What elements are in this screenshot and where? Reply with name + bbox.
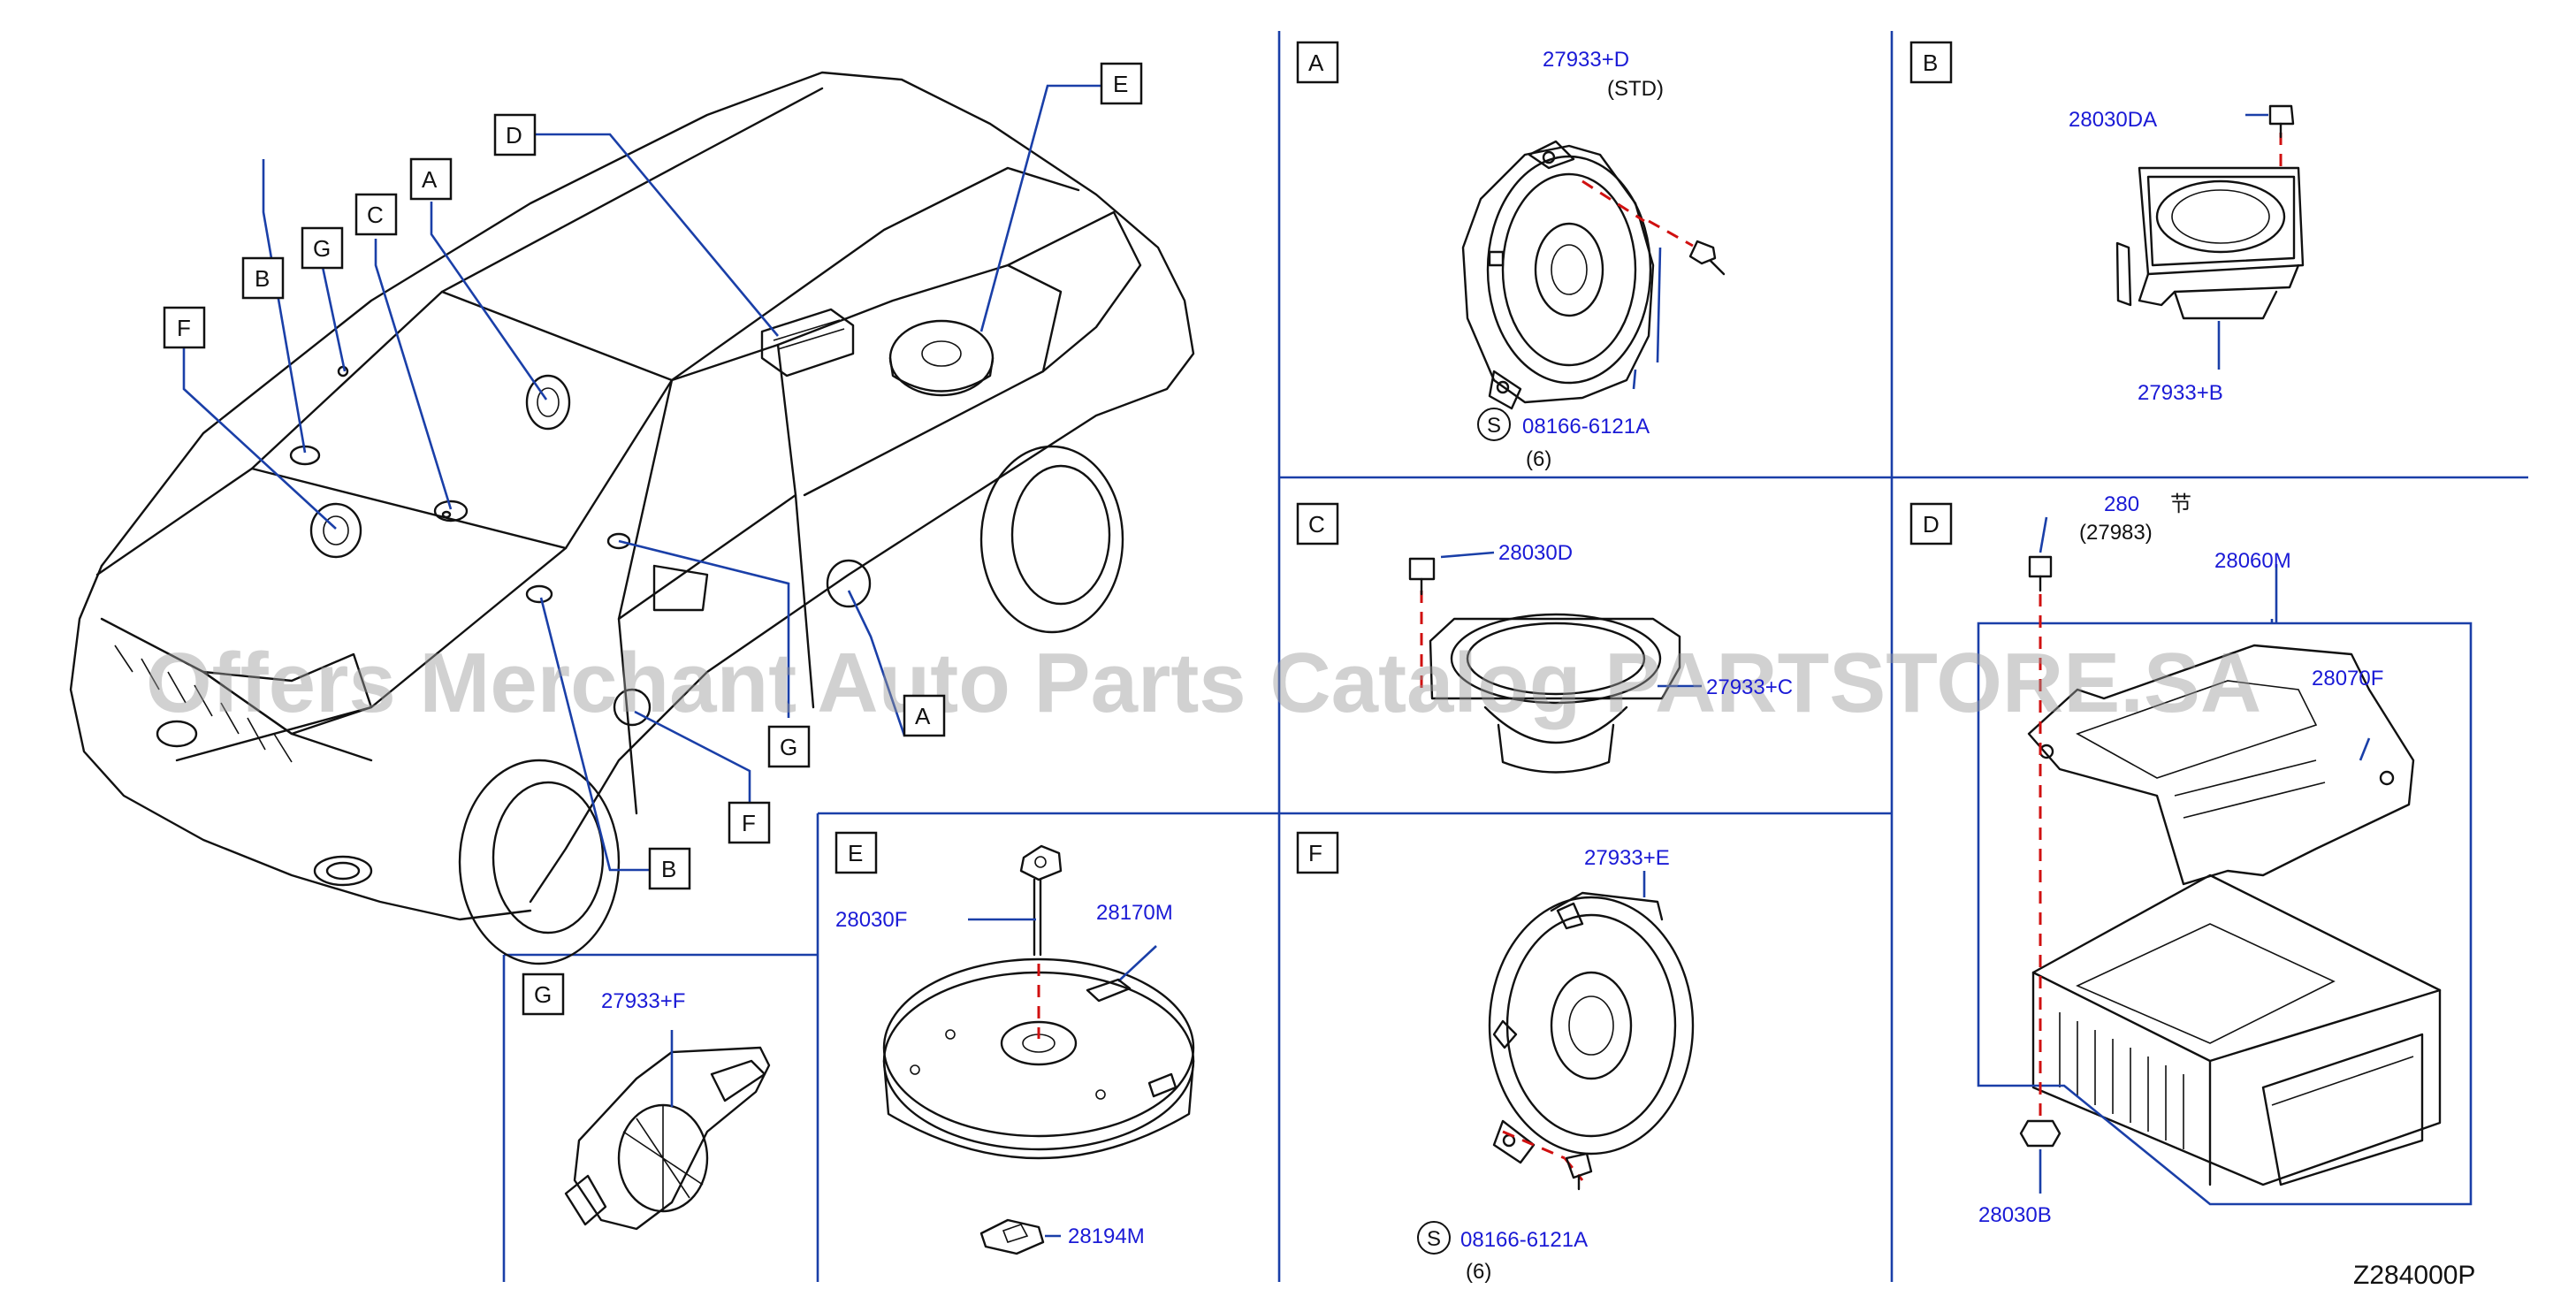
- section-a-front-door-speaker: [1461, 140, 1726, 410]
- part-08166-6121a-a[interactable]: 08166-6121A: [1522, 415, 1650, 439]
- svg-text:G: G: [534, 981, 552, 1008]
- part-280-glyph: 节: [2170, 492, 2191, 516]
- part-27983-alt: (27983): [2079, 521, 2153, 545]
- car-overview-illustration: [69, 71, 1195, 965]
- part-27933-b[interactable]: 27933+B: [2138, 381, 2223, 405]
- part-27933-e[interactable]: 27933+E: [1584, 846, 1670, 870]
- callout-f-bottom[interactable]: F: [728, 801, 771, 844]
- callout-a-top[interactable]: A: [409, 157, 453, 201]
- svg-text:S: S: [1487, 414, 1501, 438]
- section-f-label: F: [1296, 831, 1339, 874]
- part-28030d[interactable]: 28030D: [1498, 541, 1573, 565]
- callout-label: B: [255, 265, 270, 292]
- screw-symbol-a: S: [1477, 408, 1511, 441]
- section-dividers: [502, 31, 2528, 1282]
- section-d-amplifier: [1977, 516, 2473, 1206]
- callout-b-top[interactable]: B: [241, 256, 285, 300]
- callout-label: B: [661, 856, 676, 882]
- svg-text:B: B: [1923, 50, 1938, 76]
- callout-label: C: [367, 202, 384, 228]
- part-28170m[interactable]: 28170M: [1096, 901, 1173, 925]
- part-27933-d[interactable]: 27933+D: [1543, 48, 1629, 72]
- part-280[interactable]: 280: [2104, 492, 2139, 516]
- callout-g-top[interactable]: G: [301, 226, 344, 270]
- svg-text:C: C: [1308, 511, 1325, 538]
- svg-text:F: F: [1308, 840, 1322, 866]
- part-28030f[interactable]: 28030F: [835, 908, 907, 932]
- part-28194m[interactable]: 28194M: [1068, 1224, 1145, 1248]
- part-28030b[interactable]: 28030B: [1978, 1203, 2052, 1227]
- callout-label: G: [313, 235, 331, 262]
- screw-symbol-f: S: [1417, 1221, 1451, 1255]
- callout-e-top[interactable]: E: [1100, 62, 1143, 105]
- callout-c-top[interactable]: C: [354, 193, 398, 236]
- qty-a: (6): [1526, 447, 1551, 471]
- callout-label: A: [915, 703, 931, 729]
- callout-b-bottom[interactable]: B: [648, 847, 691, 890]
- callout-d-top[interactable]: D: [493, 113, 537, 156]
- svg-text:E: E: [848, 840, 863, 866]
- callout-f-top[interactable]: F: [163, 306, 206, 349]
- part-note-std: (STD): [1607, 77, 1664, 101]
- part-28060m[interactable]: 28060M: [2214, 549, 2291, 573]
- callout-label: F: [742, 810, 756, 836]
- callout-label: E: [1113, 71, 1128, 97]
- svg-text:D: D: [1923, 511, 1940, 538]
- qty-f: (6): [1466, 1260, 1491, 1284]
- part-08166-6121a-f[interactable]: 08166-6121A: [1460, 1228, 1588, 1252]
- section-g-tweeter: [564, 1030, 771, 1231]
- section-e-subwoofer: [882, 844, 1195, 1255]
- section-f-rear-door-speaker: [1488, 871, 1695, 1191]
- section-d-label: D: [1909, 502, 1953, 545]
- callout-label: G: [780, 734, 797, 760]
- section-b-tweeter: [2115, 104, 2305, 370]
- watermark-text: Offers Merchant Auto Parts Catalog PARTS…: [146, 636, 2261, 730]
- svg-text:S: S: [1427, 1227, 1441, 1251]
- section-c-label: C: [1296, 502, 1339, 545]
- svg-text:A: A: [1308, 50, 1324, 76]
- callout-label: A: [422, 166, 438, 193]
- diagram-code: Z284000P: [2353, 1261, 2475, 1290]
- section-e-label: E: [835, 831, 878, 874]
- part-27933-f[interactable]: 27933+F: [601, 989, 685, 1013]
- callout-label: F: [177, 315, 191, 341]
- callout-g-bottom[interactable]: G: [767, 725, 811, 768]
- section-a-label: A: [1296, 41, 1339, 84]
- part-28030da[interactable]: 28030DA: [2069, 108, 2157, 132]
- part-27933-c[interactable]: 27933+C: [1706, 675, 1793, 699]
- section-g-label: G: [522, 973, 565, 1016]
- section-c-dash-speaker: [1408, 551, 1702, 774]
- car-callout-leaders: [182, 84, 1101, 872]
- callout-a-bottom[interactable]: A: [903, 694, 946, 737]
- section-b-label: B: [1909, 41, 1953, 84]
- part-28070f[interactable]: 28070F: [2312, 667, 2383, 690]
- callout-label: D: [506, 122, 522, 149]
